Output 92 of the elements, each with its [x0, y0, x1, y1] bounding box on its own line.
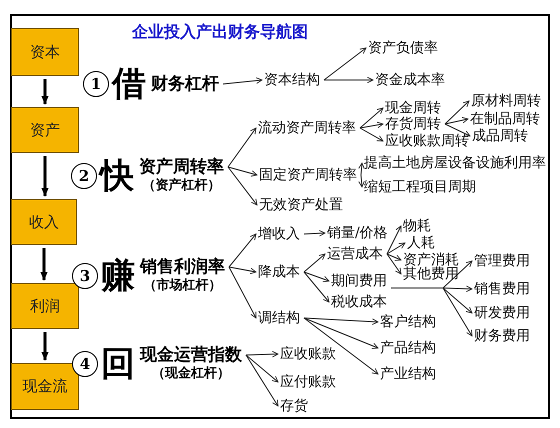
- arrow: [222, 77, 262, 84]
- arrow: [228, 234, 256, 268]
- item-label: 应收账款周转: [385, 134, 469, 148]
- item-label: 资金成本率: [375, 73, 445, 87]
- item-label: 物耗: [403, 219, 431, 233]
- item-label: 存货: [280, 399, 308, 413]
- arrow: [324, 76, 374, 84]
- item-label: 产业结构: [380, 367, 436, 381]
- heading-text: 财务杠杆: [151, 74, 219, 94]
- item-label: 期间费用: [331, 274, 387, 288]
- arrow: [386, 226, 402, 254]
- arrow: [386, 254, 402, 261]
- stage-box: 资本: [11, 28, 79, 76]
- arrow: [358, 162, 365, 176]
- arrow: [444, 100, 470, 124]
- big-character: 借: [112, 66, 146, 102]
- subtitle-text: （资产杠杆）: [142, 177, 220, 195]
- item-label: 资本结构: [264, 73, 320, 87]
- arrow: [444, 117, 468, 124]
- arrow: [444, 124, 470, 137]
- item-label: 在制品周转: [470, 112, 540, 126]
- arrow: [304, 272, 330, 302]
- item-label: 其他费用: [403, 267, 459, 281]
- item-label: 应付账款: [280, 375, 336, 389]
- item-label: 固定资产周转率: [259, 168, 357, 182]
- arrow: [304, 318, 378, 349]
- item-label: 应收账款: [280, 347, 336, 361]
- stage-box: 资产: [11, 107, 79, 153]
- arrow: [41, 79, 49, 105]
- arrow: [246, 354, 278, 406]
- item-label: 原材料周转: [471, 94, 541, 108]
- item-label: 增收入: [258, 227, 300, 241]
- arrow: [304, 254, 326, 272]
- item-label: 运营成本: [327, 247, 383, 261]
- arrow: [228, 266, 256, 274]
- arrow: [41, 156, 49, 197]
- subtitle-text: （现金杠杆）: [152, 365, 230, 383]
- number-circle: 2: [71, 163, 97, 189]
- big-character: 回: [101, 346, 135, 382]
- arrow: [386, 254, 402, 274]
- arrow: [40, 248, 48, 281]
- item-label: 降成本: [258, 265, 300, 279]
- item-label: 调结构: [258, 311, 300, 325]
- arrow: [390, 288, 472, 336]
- item-label: 存货周转: [385, 117, 441, 131]
- item-label: 提高土地房屋设备设施利用率: [364, 156, 546, 170]
- item-label: 资产消耗: [403, 253, 459, 267]
- arrow: [360, 122, 384, 128]
- arrow: [228, 266, 256, 318]
- arrow: [304, 230, 326, 236]
- number-circle: 1: [83, 71, 109, 97]
- arrow: [246, 354, 278, 382]
- item-label: 销售费用: [474, 282, 530, 296]
- big-character: 赚: [101, 258, 135, 294]
- item-label: 管理费用: [474, 254, 530, 268]
- arrow: [304, 272, 330, 282]
- arrow: [360, 108, 384, 128]
- item-label: 人耗: [407, 236, 435, 250]
- heading-text: 现金运营指数: [140, 345, 242, 365]
- arrow: [304, 318, 378, 374]
- item-label: 研发费用: [474, 306, 530, 320]
- title: 企业投入产出财务导航图: [130, 22, 309, 43]
- item-label: 无效资产处置: [259, 198, 343, 212]
- arrow: [228, 166, 258, 177]
- item-label: 流动资产周转率: [258, 121, 356, 135]
- item-label: 缩短工程项目周期: [364, 180, 476, 194]
- heading-text: 销售利润率: [140, 257, 225, 277]
- item-label: 资产负债率: [368, 41, 438, 55]
- item-label: 税收成本: [331, 295, 387, 309]
- item-label: 财务费用: [474, 329, 530, 343]
- arrow: [358, 174, 365, 188]
- stage-box: 利润: [11, 283, 79, 329]
- item-label: 现金周转: [385, 101, 441, 115]
- big-character: 快: [100, 158, 134, 194]
- heading-text: 资产周转率: [139, 157, 224, 177]
- arrow: [246, 350, 278, 358]
- arrow: [304, 318, 378, 325]
- stage-box: 收入: [11, 199, 77, 245]
- subtitle-text: （市场杠杆）: [144, 277, 222, 295]
- item-label: 产品结构: [380, 341, 436, 355]
- stage-box: 现金流: [11, 363, 79, 410]
- arrow: [41, 332, 49, 361]
- arrow: [386, 242, 406, 254]
- number-circle: 3: [72, 263, 98, 289]
- item-label: 成品周转: [472, 129, 528, 143]
- item-label: 客户结构: [380, 315, 436, 329]
- arrow: [360, 128, 384, 142]
- arrow: [228, 128, 256, 168]
- arrow: [324, 48, 366, 80]
- item-label: 销量/价格: [327, 226, 388, 240]
- arrow: [228, 166, 258, 206]
- number-circle: 4: [72, 351, 98, 377]
